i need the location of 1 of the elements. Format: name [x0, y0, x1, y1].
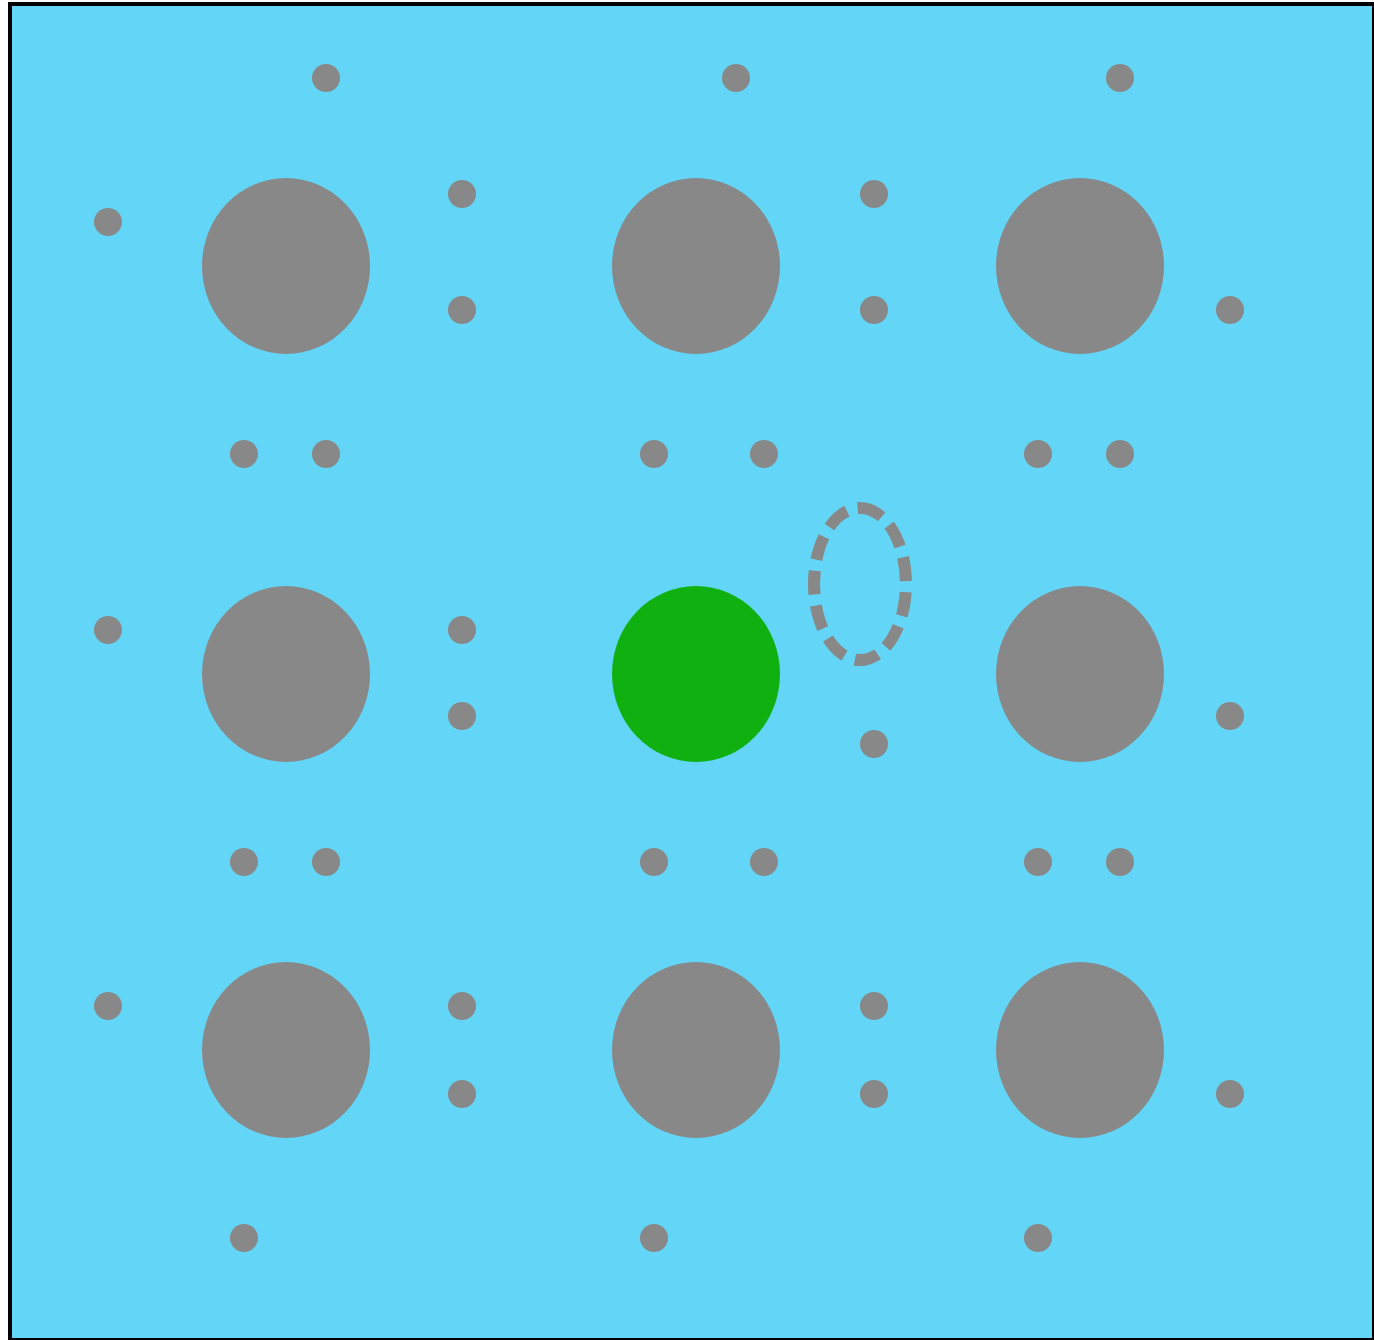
dashed-circle-node [808, 502, 912, 666]
